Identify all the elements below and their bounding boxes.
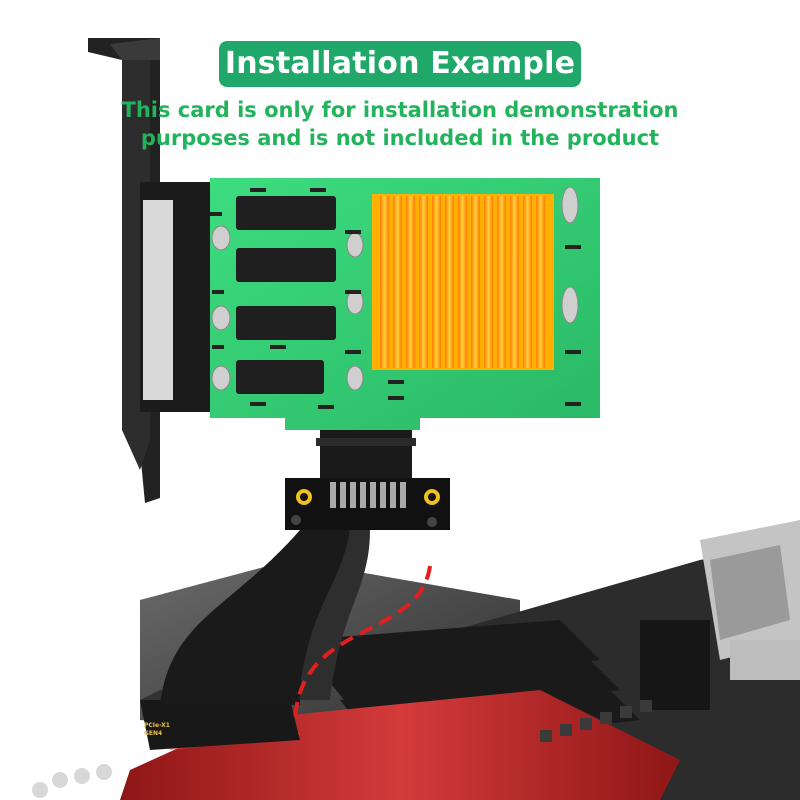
riser-label-2: GEN4 (144, 730, 163, 737)
page-title: Installation Example (219, 41, 581, 87)
pcie-card (210, 178, 600, 430)
disclaimer-line-1: This card is only for installation demon… (121, 98, 679, 122)
pci-bracket (88, 38, 220, 503)
disclaimer-line-2: purposes and is not included in the prod… (140, 126, 660, 150)
riser-label-1: PCIe-X1 (144, 722, 170, 729)
heatsink (372, 194, 554, 370)
riser-slot (285, 430, 450, 530)
ribbon-cable (160, 530, 370, 705)
motherboard (32, 520, 800, 800)
routing-path (293, 565, 432, 721)
